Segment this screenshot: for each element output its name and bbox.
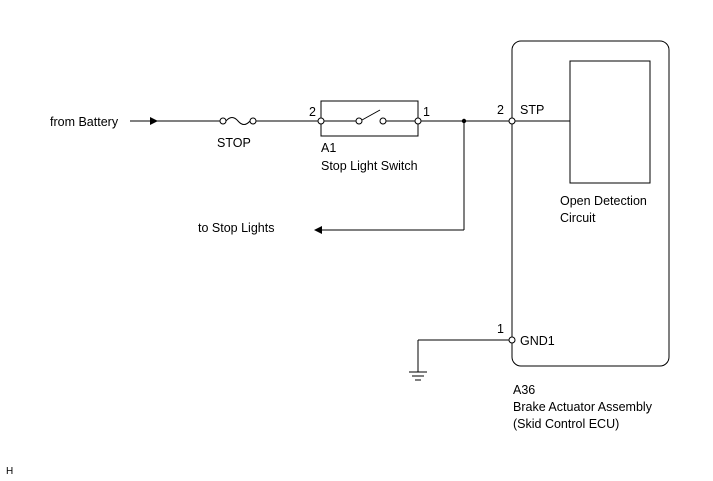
fuse-label: STOP [217,136,251,150]
ecu-name-line1: Brake Actuator Assembly [513,400,653,414]
stop-fuse [206,117,318,125]
input-arrow-icon [150,117,158,125]
ground-symbol-icon [409,371,427,381]
output-arrow-icon [314,226,322,234]
ecu-gnd-pin-label: 1 [497,322,504,336]
switch-pin-right-label: 1 [423,105,430,119]
open-detection-circuit-box [569,60,651,184]
ecu-stp-name-label: STP [520,103,544,117]
ecu-stp-pin-label: 2 [497,103,504,117]
circuit-label-line2: Circuit [560,211,596,225]
switch-connector-label: A1 [321,141,336,155]
switch-pin-1 [414,117,422,125]
stop-light-switch [317,100,422,137]
ecu-connector-label: A36 [513,383,535,397]
circuit-label-line1: Open Detection [560,194,647,208]
switch-pin-2 [317,117,325,125]
ecu-stp-pin [508,117,516,125]
switch-name-label: Stop Light Switch [321,159,418,173]
corner-mark: H [6,466,13,477]
ecu-gnd-name-label: GND1 [520,334,555,348]
ecu-gnd-pin [508,336,516,344]
to-stop-lights-label: to Stop Lights [198,221,274,235]
switch-pin-left-label: 2 [309,105,316,119]
ecu-name-line2: (Skid Control ECU) [513,417,619,431]
from-battery-label: from Battery [50,115,119,129]
